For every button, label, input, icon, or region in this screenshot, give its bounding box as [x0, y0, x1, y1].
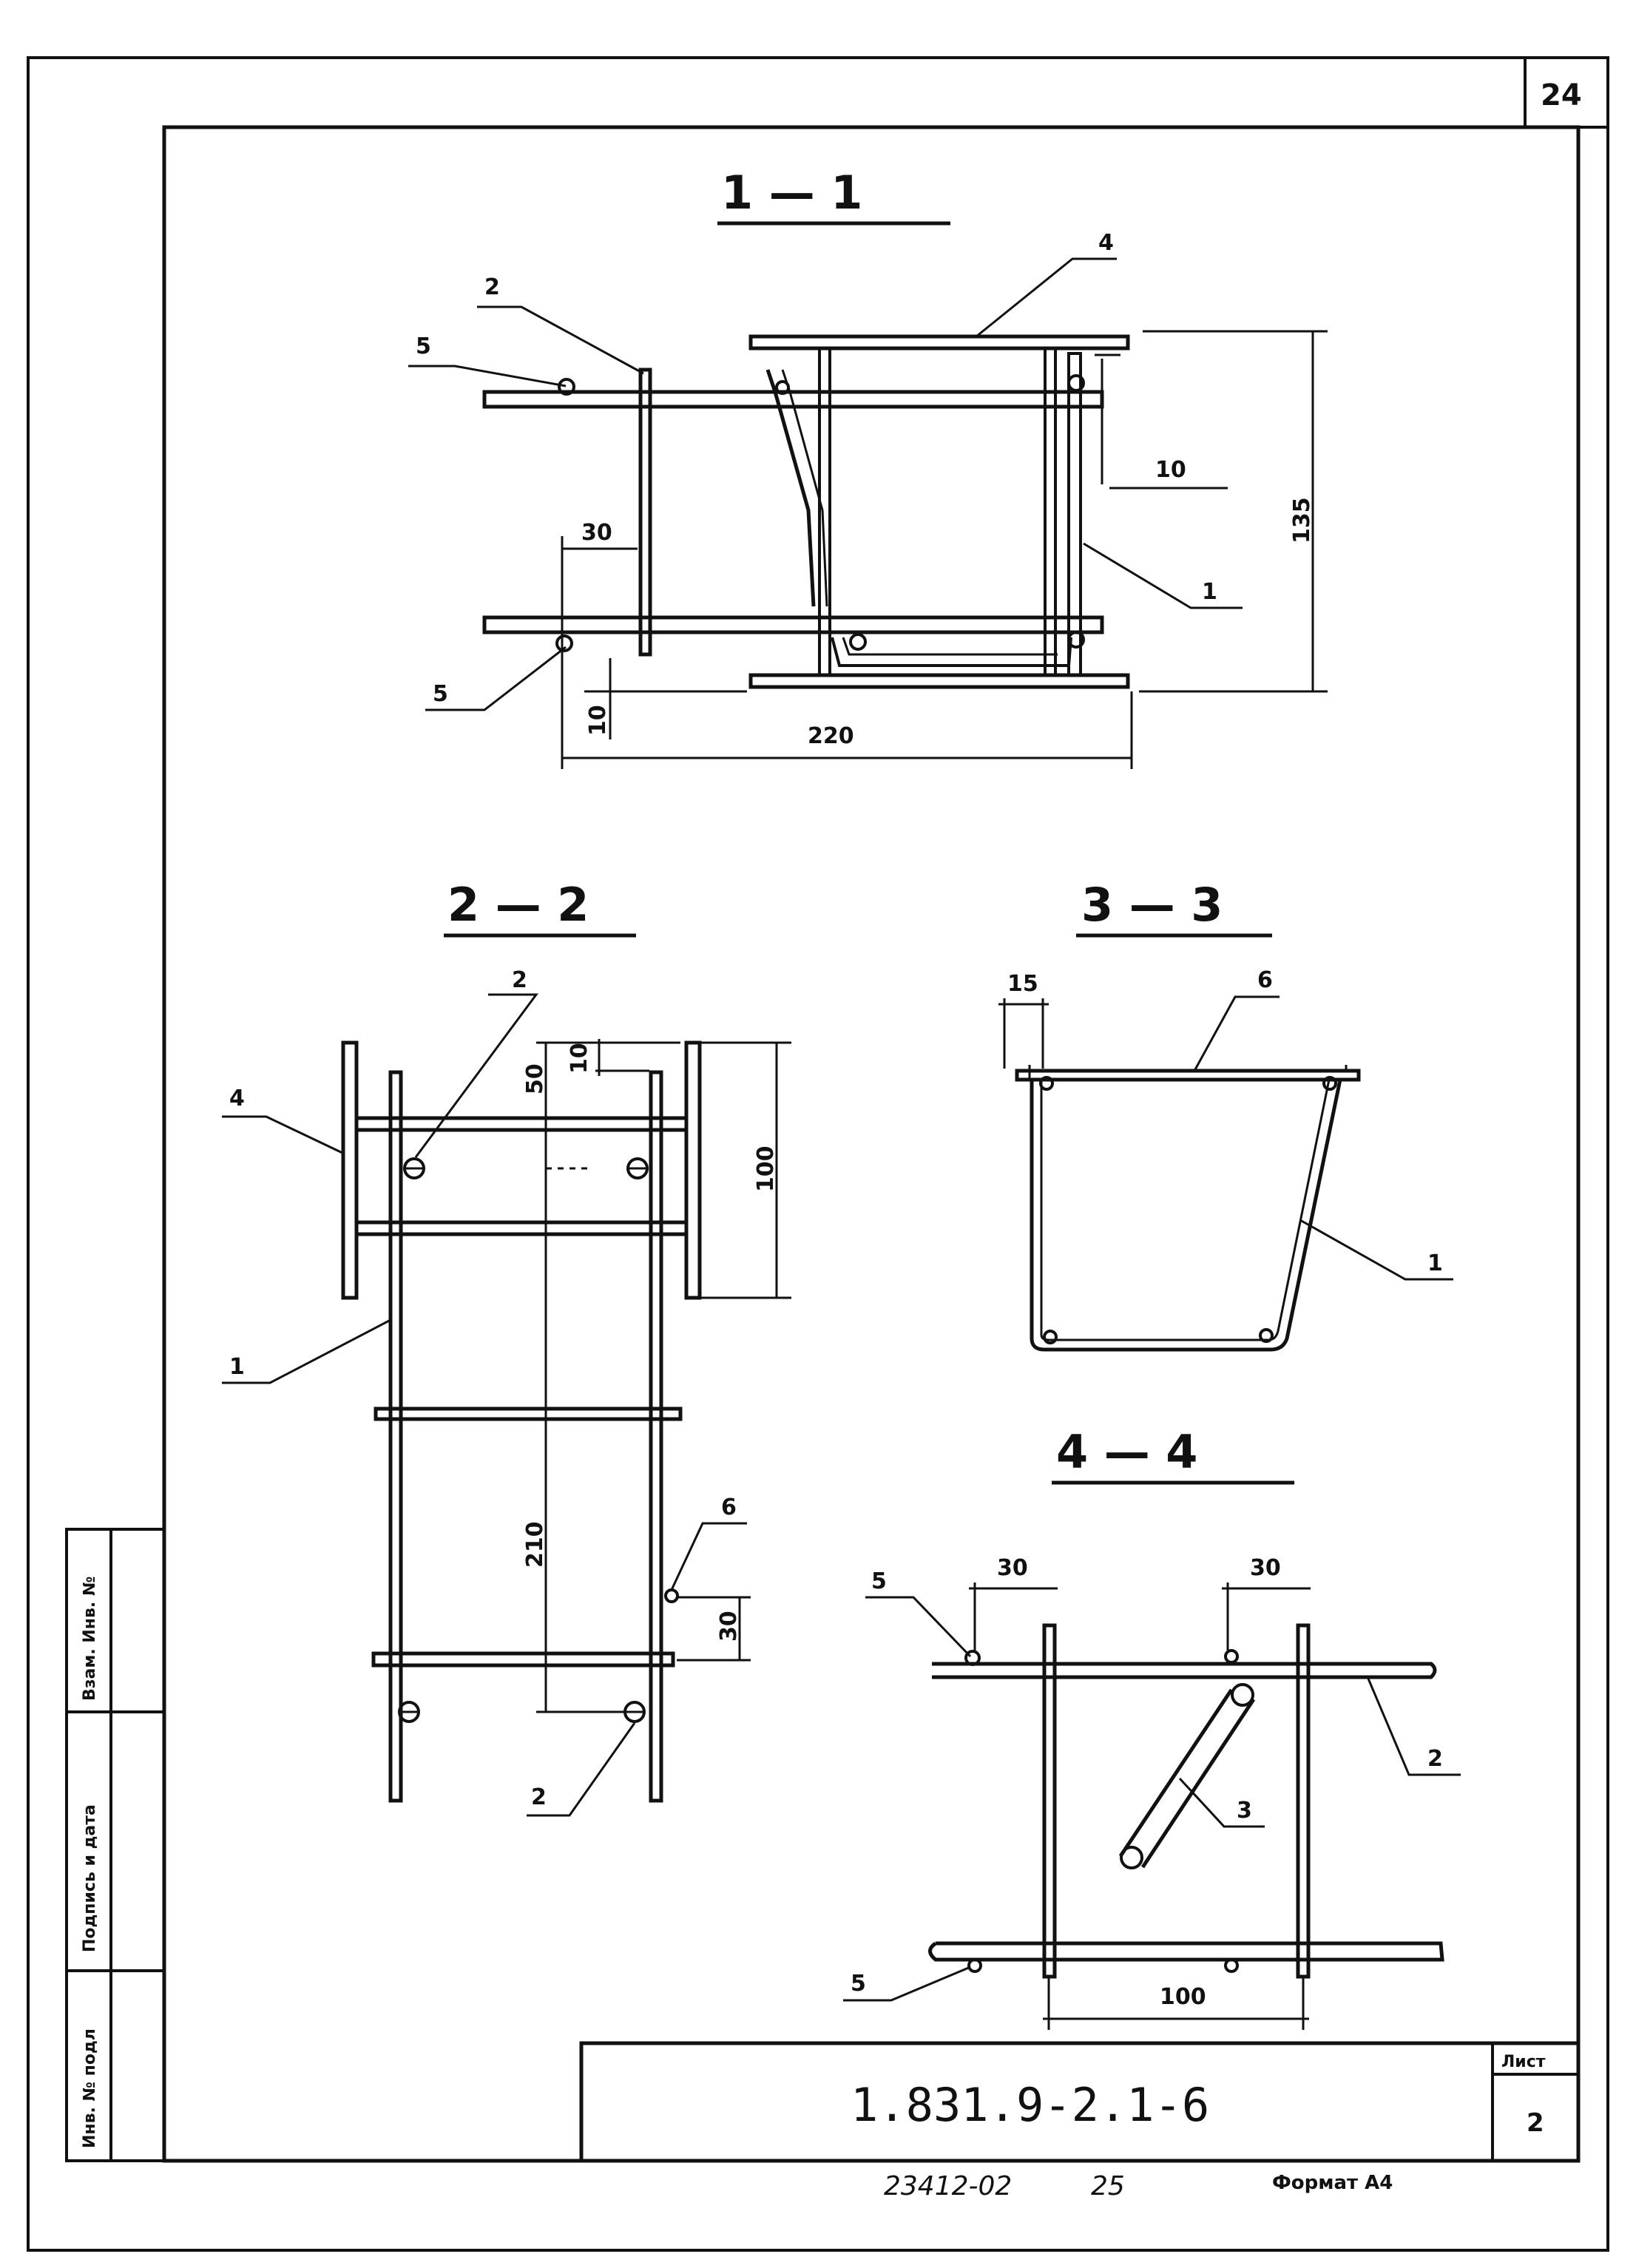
pos-6-label: 6: [721, 1494, 737, 1520]
pos-4-label: 4: [229, 1086, 245, 1111]
format-label: Формат А4: [1272, 2172, 1393, 2194]
dim-220: 220: [808, 723, 854, 749]
section-2-2: 2 — 2 50 10 100: [222, 878, 791, 1817]
dim-100: 100: [1160, 1984, 1206, 2010]
pos-5-bottom-label: 5: [851, 1971, 866, 1997]
pos-5-top-label: 5: [871, 1568, 887, 1594]
dim-30: 30: [581, 520, 612, 546]
dim-30: 30: [716, 1611, 742, 1642]
pos-6-label: 6: [1257, 967, 1273, 993]
pos-1-label: 1: [1427, 1250, 1443, 1276]
archive-number: 23412-02: [884, 2171, 1012, 2201]
section-4-4: 4 — 4 30 30 100 5 2: [843, 1425, 1461, 2030]
section-3-3: 3 — 3 15 6 1: [998, 878, 1453, 1352]
dim-210: 210: [522, 1521, 548, 1568]
pos-2-top-label: 2: [512, 967, 527, 993]
section-2-2-title: 2 — 2: [447, 878, 589, 932]
section-3-3-title: 3 — 3: [1081, 878, 1223, 932]
section-4-4-title: 4 — 4: [1056, 1425, 1197, 1479]
pos-3-label: 3: [1237, 1798, 1252, 1824]
document-designation: 1.831.9-2.1-6: [851, 2078, 1209, 2132]
pos-5-bottom-label: 5: [433, 681, 448, 707]
pos-2-bottom-label: 2: [531, 1784, 547, 1810]
dim-10: 10: [567, 1043, 592, 1074]
signature-date-label: Подпись и дата: [81, 1804, 99, 1952]
pos-5-top-label: 5: [416, 334, 431, 359]
dim-30-right: 30: [1250, 1555, 1281, 1581]
pos-1-label: 1: [1202, 579, 1217, 605]
inv-podl-label: Инв. № подл: [81, 2028, 99, 2148]
dim-10-right: 10: [1155, 457, 1186, 483]
sheet-frames: [27, 56, 1609, 2252]
replace-inv-label: Взам. Инв. №: [81, 1577, 99, 1701]
sheet-number: 24: [1541, 78, 1582, 112]
pos-4-label: 4: [1098, 230, 1114, 256]
dim-30-left: 30: [997, 1555, 1028, 1581]
list-label: Лист: [1501, 2053, 1546, 2071]
dim-135: 135: [1289, 497, 1315, 544]
list-number: 2: [1527, 2108, 1544, 2138]
pos-1-label: 1: [229, 1354, 245, 1380]
dim-100: 100: [753, 1145, 779, 1192]
archive-page: 25: [1091, 2171, 1125, 2201]
dim-10-bottom: 10: [585, 705, 611, 736]
section-1-1-title: 1 — 1: [721, 166, 862, 220]
dim-50: 50: [522, 1063, 548, 1094]
pos-2-label: 2: [1427, 1746, 1443, 1772]
pos-2-label: 2: [484, 274, 500, 300]
dim-15: 15: [1007, 971, 1038, 997]
section-1-1: 1 — 1 135 10: [408, 166, 1328, 769]
